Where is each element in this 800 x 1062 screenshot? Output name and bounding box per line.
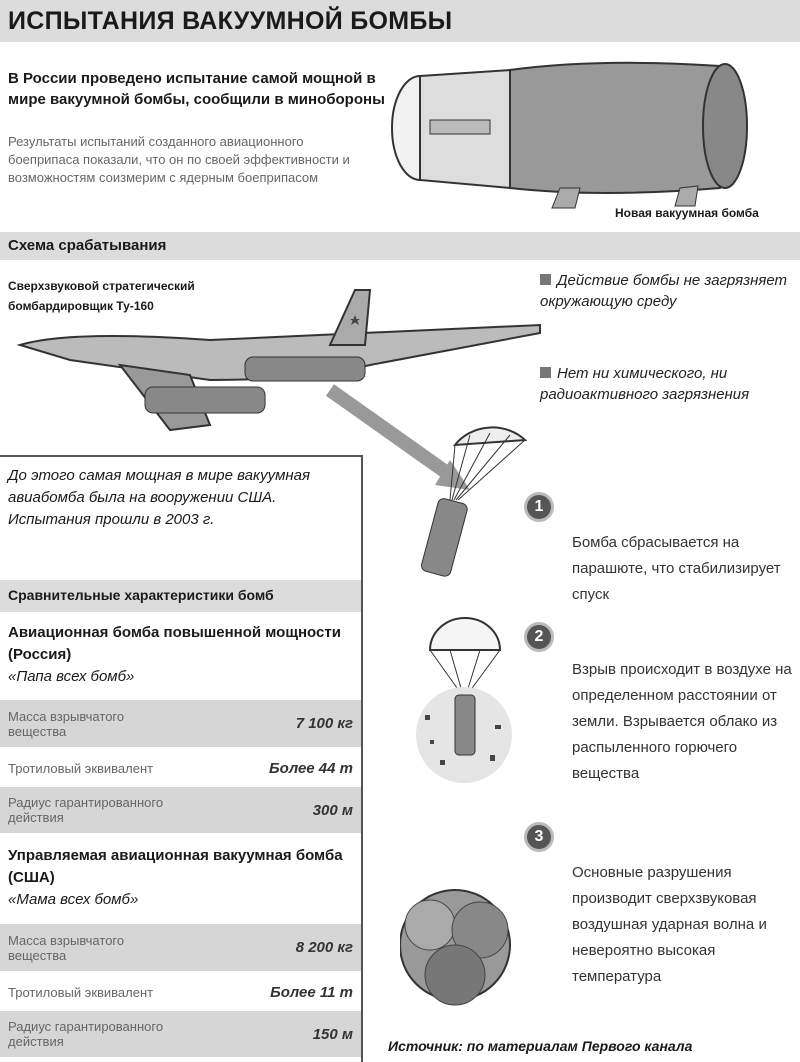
step-text-1: Бомба сбрасывается на парашюте, что стаб… [572,534,781,603]
history-note: До этого самая мощная в мире вакуумная а… [8,467,310,528]
step-text-2: Взрыв происходит в воздухе на определенн… [572,661,792,782]
bomb-nickname: «Мама всех бомб» [8,891,139,908]
square-bullet-icon [540,274,551,285]
step-number-2: 2 [524,622,554,652]
vacuum-bomb-illustration [391,61,748,209]
bullet-item: Нет ни химического, ни радиоактивного за… [540,365,750,403]
bomb-sequence-illustration [400,426,528,1006]
step-text-3: Основные разрушения производит сверхзвук… [572,864,767,985]
section-compare-header: Сравнительные характеристики бомб [0,580,361,612]
plane-caption: Сверхзвуковой стратегический бомбардиров… [8,279,195,313]
lead-text: В России проведено испытание самой мощно… [8,70,385,108]
square-bullet-icon [540,367,551,378]
bomb-caption: Новая вакуумная бомба [615,206,759,220]
bullet-item: Действие бомбы не загрязняет окружающую … [540,272,788,310]
bomb-name-russia: Авиационная бомба повышенной мощности (Р… [8,622,358,688]
bomb-nickname: «Папа всех бомб» [8,668,135,685]
step-number-1: 1 [524,492,554,522]
step-number-3: 3 [524,822,554,852]
section-scheme-header: Схема срабатывания [0,232,800,260]
source-credit: Источник: по материалам Первого канала [388,1038,693,1054]
tu160-bomber-illustration [16,289,541,490]
page-title: ИСПЫТАНИЯ ВАКУУМНОЙ БОМБЫ [0,0,800,42]
comparison-panel [0,455,363,1062]
bomb-name-usa: Управляемая авиационная вакуумная бомба … [8,845,358,911]
intro-paragraph: Результаты испытаний созданного авиацион… [8,134,350,185]
